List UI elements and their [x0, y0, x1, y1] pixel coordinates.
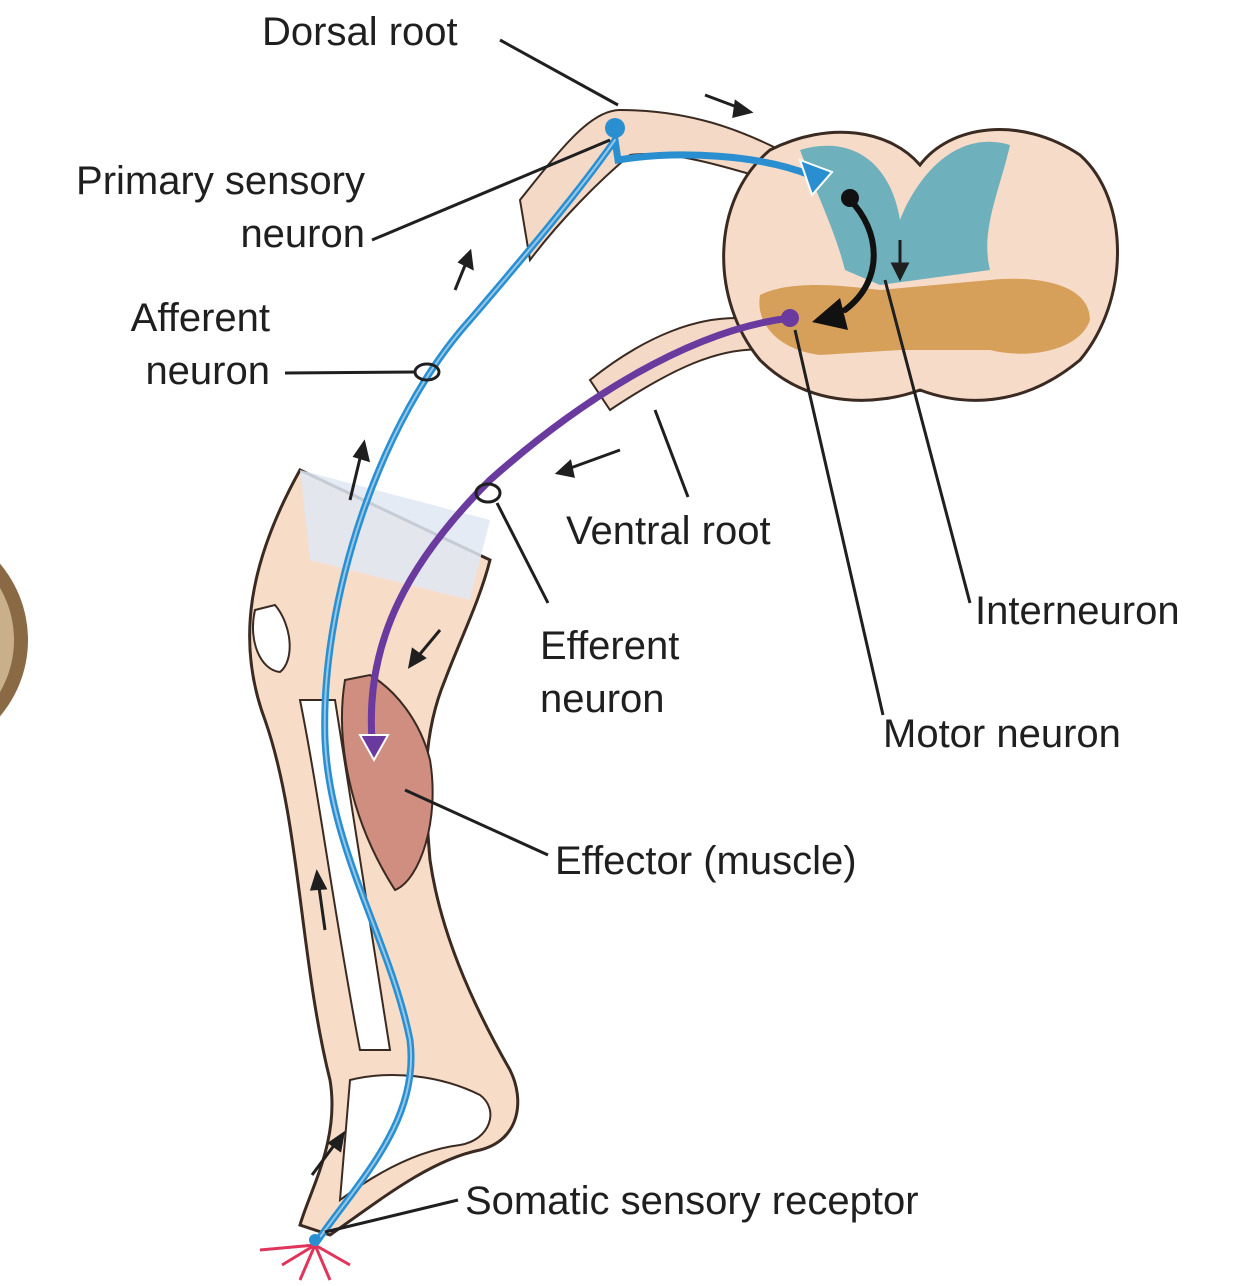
- effector-label: Effector (muscle): [555, 835, 857, 887]
- dorsal-root-leader: [500, 40, 618, 105]
- ventral-gray-matter: [759, 279, 1090, 355]
- motor-neuron-cell-body: [781, 309, 799, 327]
- ventral-root-label: Ventral root: [566, 505, 771, 557]
- efferent-label-line2: neuron: [540, 673, 665, 725]
- afferent-label-line1: Afferent: [60, 292, 270, 344]
- primary-sensory-cell-body: [605, 118, 625, 138]
- primary-sensory-label-line1: Primary sensory: [20, 155, 365, 207]
- interneuron-cell-body: [841, 189, 859, 207]
- interneuron-label: Interneuron: [975, 585, 1180, 637]
- primary-sensory-label-line2: neuron: [20, 208, 365, 260]
- efferent-leader: [497, 503, 548, 603]
- afferent-label-line2: neuron: [60, 345, 270, 397]
- ventral-root-leader: [655, 410, 688, 497]
- dorsal-root-label: Dorsal root: [262, 6, 458, 58]
- efferent-label-line1: Efferent: [540, 620, 679, 672]
- motor-neuron-label: Motor neuron: [883, 708, 1121, 760]
- somatic-receptor-dot: [309, 1234, 321, 1246]
- red-burst-icon: [260, 1245, 350, 1280]
- spinal-cord: [724, 130, 1118, 401]
- afferent-leader: [285, 372, 415, 373]
- somatic-receptor-label: Somatic sensory receptor: [465, 1175, 919, 1227]
